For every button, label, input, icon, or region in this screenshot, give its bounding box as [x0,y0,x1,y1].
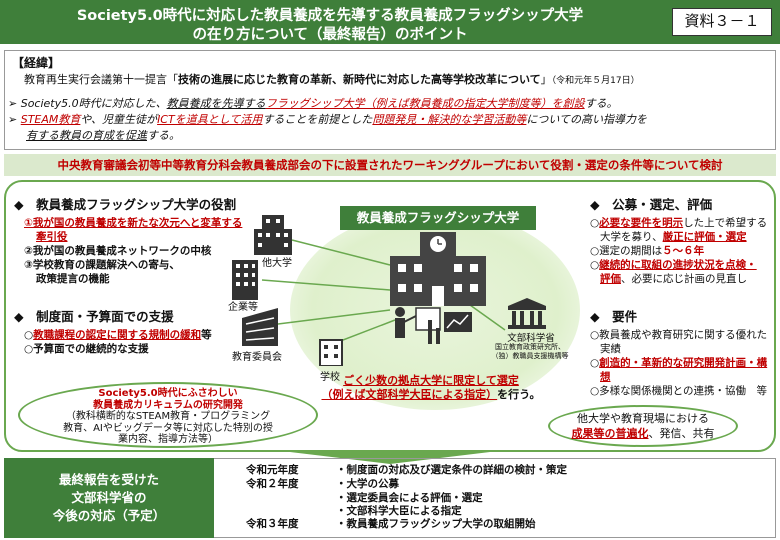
title-line-1: Society5.0時代に対応した教員養成を先導する教員養成フラッグシップ大学 [76,8,584,24]
year-1: 令和元年度 [246,464,299,476]
background-bullet-2: ➢ STEAM教育や、児童生徒がICTを道具として活用することを前提とした問題発… [8,113,648,126]
schedule-item-4: ・文部科学大臣による指定 [336,505,462,517]
year-2: 令和２年度 [246,478,299,490]
curriculum-oval: Society5.0時代にふさわしい 教員養成カリキュラムの研究開発 （教科横断… [18,382,318,448]
support-list: ○教職課程の認定に関する規制の緩和等 ○予算面での継続的な支援 [24,329,212,355]
teaching-illustration-icon [395,307,472,344]
background-bullet-2-cont: 有する教員の育成を促進する。 [26,129,180,142]
background-bullet-1: ➢ Society5.0時代に対応した、教員養成を先導するフラッグシップ大学（例… [8,97,618,110]
schedule-item-1: ・制度面の対応及び選定条件の詳細の検討・策定 [336,464,567,476]
header-banner: Society5.0時代に対応した教員養成を先導する教員養成フラッグシップ大学 … [0,0,780,44]
title-line-2: の在り方について（最終報告）のポイント [192,27,468,43]
year-3: 令和３年度 [246,518,299,530]
requirements-heading: ◆ 要件 [590,309,638,324]
schedule-title-box: 最終報告を受けた 文部科学省の 今後の対応（予定） [4,458,214,538]
schedule-item-5: ・教員養成フラッグシップ大学の取組開始 [336,518,536,530]
school-icon [319,339,343,366]
roles-heading: ◆ 教員養成フラッグシップ大学の役割 [14,197,237,212]
arrow-bullet-icon: ➢ [8,113,21,126]
schedule-item-3: ・選定委員会による評価・選定 [336,492,483,504]
label-company: 企業等 [228,302,258,313]
selection-list: ○必要な要件を明示した上で希望する 大学を募り、厳正に評価・選定 ○選定の期間は… [590,217,768,285]
mext-building-icon [508,298,546,329]
schedule-item-2: ・大学の公募 [336,478,399,490]
company-icon [232,260,258,300]
selection-heading: ◆ 公募・選定、評価 [590,197,713,212]
background-heading: 【経緯】 [12,56,61,70]
label-board-of-education: 教育委員会 [232,352,282,363]
background-section [4,50,776,150]
selection-note: ごく少数の拠点大学に限定して選定 （例えば文部科学大臣による指定）を行う。 [321,374,541,401]
working-group-band: 中央教育審議会初等中等教育分科会教員養成部会の下に設置されたワーキンググループに… [4,154,776,176]
council-line: 教育再生実行会議第十一提言「技術の進展に応じた教育の革新、新時代に対応した高等学… [24,73,640,86]
board-of-education-icon [242,308,278,346]
label-school: 学校 [320,372,340,383]
label-mext: 文部科学省 [507,333,555,344]
arrow-bullet-icon: ➢ [8,97,21,110]
document-label: 資料３－１ [672,8,772,36]
requirements-list: ○教員養成や教育研究に関する優れた 実績 ○創造的・革新的な研究開発計画・構 想… [590,329,768,397]
flagship-title: 教員養成フラッグシップ大学 [340,206,536,230]
dissemination-oval: 他大学や教育現場における 成果等の普遍化、発信、共有 [548,405,738,447]
label-other-university: 他大学 [262,258,292,269]
roles-list: ①我が国の教員養成を新たな次元へと変革する 牽引役 ②我が国の教員養成ネットワー… [24,217,243,285]
flagship-university-building-icon [390,232,486,306]
label-mext-sub: 国立教育政策研究所、 （独）教職員支援機構等 [491,343,569,360]
other-university-icon [254,215,292,255]
support-heading: ◆ 制度面・予算面での支援 [14,309,174,324]
